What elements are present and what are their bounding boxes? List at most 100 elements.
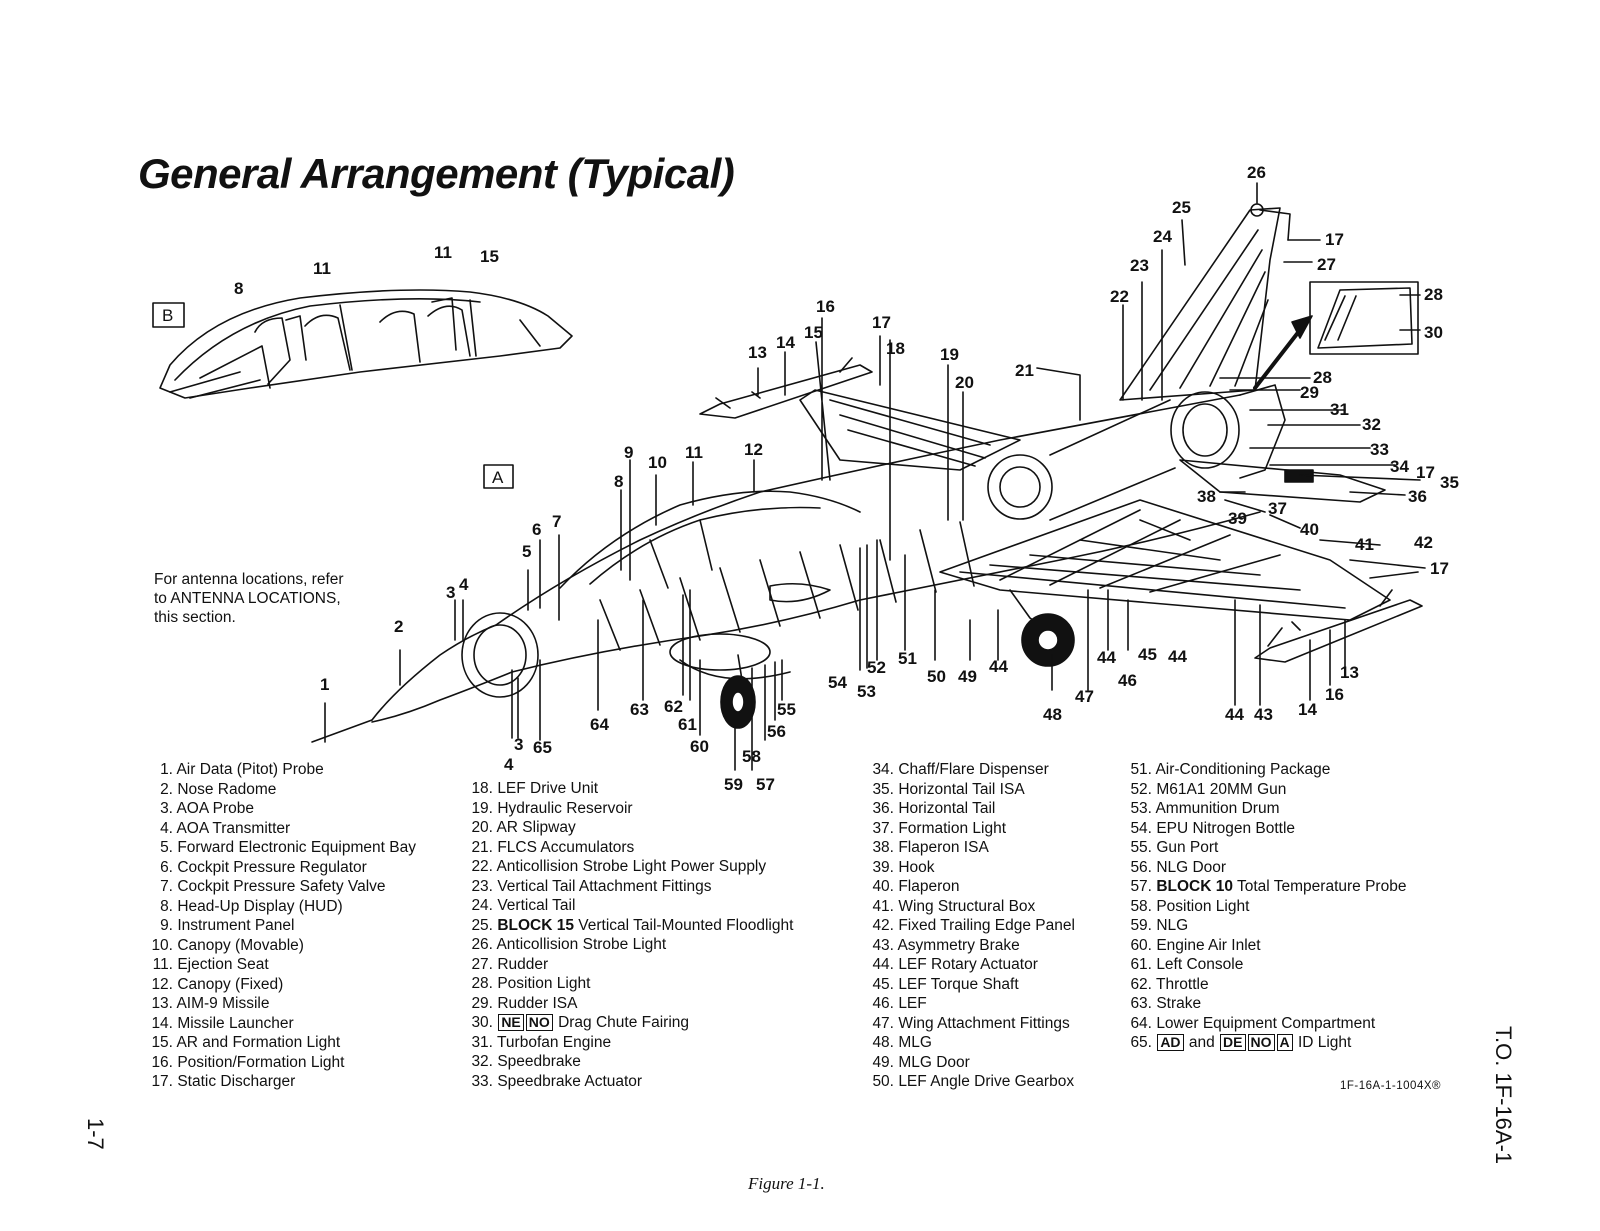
legend-item: 5. Forward Electronic Equipment Bay: [146, 838, 416, 858]
callout-label: 17: [1325, 230, 1344, 249]
legend-number: 33.: [471, 1072, 493, 1090]
legend-number: 23.: [471, 877, 493, 895]
legend-number: 17.: [151, 1073, 173, 1090]
legend-number: 14.: [151, 1014, 173, 1032]
page-number: 1-7: [83, 1118, 108, 1150]
callout-label: 17: [872, 313, 891, 332]
callout-label: 63: [630, 700, 649, 719]
callout-label: 4: [459, 575, 469, 594]
callout-label: 28: [1313, 368, 1332, 387]
legend-text: AOA Transmitter: [176, 819, 291, 837]
legend-config-badge: NO: [525, 1014, 553, 1031]
antenna-note-line: to ANTENNA LOCATIONS,: [154, 590, 341, 607]
callout-label: 40: [1300, 520, 1319, 539]
callout-label: 34: [1390, 457, 1409, 476]
legend-text: Chaff/Flare Dispenser: [898, 761, 1049, 778]
callout-label: 29: [1300, 383, 1319, 402]
callout-label: 28: [1424, 285, 1443, 304]
legend-item: 3. AOA Probe: [146, 799, 416, 819]
callout-label: 1: [320, 675, 329, 694]
legend-text: Hydraulic Reservoir: [497, 799, 633, 817]
legend-number: 29.: [471, 994, 493, 1012]
legend-item: 64. Lower Equipment Compartment: [1125, 1014, 1406, 1034]
figure-id-text: 1F-16A-1-1004X: [1340, 1080, 1433, 1092]
figure-id-mark: ®: [1432, 1080, 1442, 1092]
legend-text: Strake: [1156, 995, 1202, 1012]
legend-item: 15. AR and Formation Light: [146, 1033, 416, 1053]
callout-label: 33: [1370, 440, 1389, 459]
antenna-note-line: this section.: [154, 609, 236, 626]
callout-label: 12: [744, 440, 763, 459]
legend-text: Cockpit Pressure Safety Valve: [177, 878, 386, 895]
callout-label: 8: [614, 472, 623, 491]
legend-text: Wing Structural Box: [898, 897, 1036, 915]
legend-text: Nose Radome: [177, 780, 277, 798]
figure-id: 1F-16A-1-1004X®: [1340, 1080, 1441, 1092]
legend-number: 18.: [471, 780, 493, 797]
legend-item: 52. M61A1 20MM Gun: [1125, 780, 1406, 800]
legend-number: 1.: [160, 761, 173, 778]
legend-text: LEF Torque Shaft: [898, 975, 1019, 993]
legend-text: Total Temperature Probe: [1237, 878, 1407, 895]
legend-number: 37.: [872, 819, 894, 837]
legend-text: Anticollision Strobe Light Power Supply: [496, 858, 767, 875]
legend-text: Position Light: [497, 975, 591, 992]
legend-text: EPU Nitrogen Bottle: [1156, 819, 1296, 837]
callout-label: 20: [955, 373, 974, 392]
legend-block-badge: BLOCK 15: [497, 916, 574, 934]
callout-label: 53: [857, 682, 876, 701]
legend-number: 31.: [471, 1033, 493, 1051]
legend-item: 12. Canopy (Fixed): [146, 975, 416, 995]
callout-label: 55: [777, 700, 796, 719]
legend-number: 52.: [1130, 780, 1152, 798]
legend-config-badge: AD: [1157, 1034, 1184, 1051]
legend-text: AR and Formation Light: [176, 1034, 341, 1051]
callout-label: 42: [1414, 533, 1433, 552]
view-b-canopy-drawing: [159, 289, 573, 399]
legend-item: 61. Left Console: [1125, 955, 1406, 975]
legend-item: 2. Nose Radome: [146, 780, 416, 800]
view-a-label: A: [492, 468, 504, 487]
legend-item: 57. BLOCK 10 Total Temperature Probe: [1125, 877, 1406, 897]
legend-text: Air-Conditioning Package: [1155, 761, 1331, 778]
legend-item: 14. Missile Launcher: [146, 1014, 416, 1034]
legend-item: 43. Asymmetry Brake: [867, 936, 1075, 956]
legend-text: Wing Attachment Fittings: [898, 1014, 1070, 1032]
legend-number: 19.: [471, 799, 493, 817]
legend-text: Ejection Seat: [177, 956, 269, 973]
legend-number: 9.: [160, 917, 173, 934]
legend-number: 44.: [872, 956, 894, 973]
legend-item: 37. Formation Light: [867, 819, 1075, 839]
view-a-box: [483, 464, 514, 489]
detail-inset-box: [1309, 281, 1419, 355]
callout-label: 26: [1247, 163, 1266, 182]
legend-text: Forward Electronic Equipment Bay: [177, 839, 416, 856]
legend-number: 50.: [872, 1073, 894, 1090]
callout-label: 23: [1130, 256, 1149, 275]
legend-number: 63.: [1130, 995, 1152, 1012]
legend-number: 27.: [471, 955, 493, 973]
legend-item: 58. Position Light: [1125, 897, 1406, 917]
legend-item: 28. Position Light: [466, 974, 793, 994]
legend-item: 29. Rudder ISA: [466, 994, 793, 1014]
callout-label: 51: [898, 649, 917, 668]
legend-number: 20.: [471, 819, 493, 836]
legend-item: 40. Flaperon: [867, 877, 1075, 897]
callout-label: 41: [1355, 535, 1374, 554]
legend-item: 23. Vertical Tail Attachment Fittings: [466, 877, 793, 897]
legend-connector: and: [1188, 1034, 1215, 1051]
legend-text: Position/Formation Light: [177, 1053, 345, 1071]
legend-item: 16. Position/Formation Light: [146, 1053, 416, 1073]
callout-label: 65: [533, 738, 552, 757]
callout-label: 11: [685, 443, 703, 462]
legend-text: Cockpit Pressure Regulator: [177, 858, 367, 876]
legend-item: 8. Head-Up Display (HUD): [146, 897, 416, 917]
callout-label: 16: [1325, 685, 1344, 704]
callout-label: 4: [504, 755, 514, 774]
legend-text: Formation Light: [898, 819, 1007, 837]
legend-number: 7.: [160, 878, 173, 895]
legend-text: Flaperon ISA: [898, 839, 989, 856]
legend-number: 42.: [872, 917, 894, 934]
legend-number: 62.: [1130, 975, 1152, 993]
legend-text: Canopy (Fixed): [177, 975, 284, 993]
